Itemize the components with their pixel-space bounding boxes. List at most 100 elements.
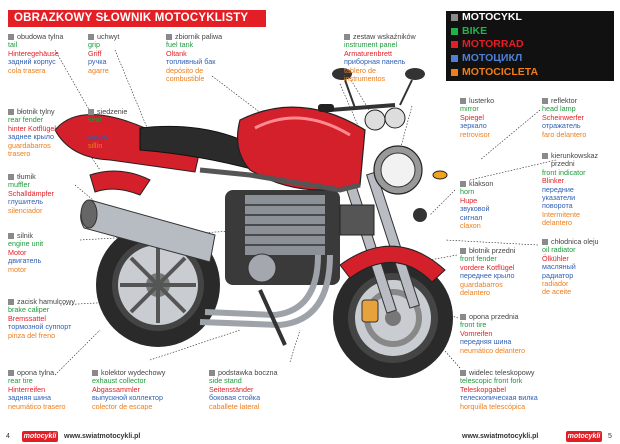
label-polish: błotnik przedni [469,246,516,255]
label-spanish: tablero de [344,65,376,75]
label-russian: ручка [88,57,107,67]
label-german: vordere Kotflügel [460,262,515,272]
label-russian: место [88,132,108,142]
label-german: Oltank [166,48,187,58]
label-mirror: lusterko mirror Spiegel зеркало retrovis… [460,96,494,139]
label-russian: масляный [542,262,576,272]
square-icon [8,370,14,377]
horn [413,208,427,222]
legend-label: MOTOCYKL [462,11,522,24]
handlebar [329,103,396,112]
label-spanish: motor [8,264,27,274]
exhaust-collector [199,254,333,329]
label-german: Spiegel [460,112,484,122]
square-icon [542,98,548,105]
label-polish: podstawka boczna [218,368,278,377]
label-seat: siedzenie seat Sitzplatz место sillín [88,107,127,150]
label-german: Scheinwerfer [542,112,584,122]
swatch-spanish-icon [451,68,458,76]
label-spanish: delantero [460,288,490,298]
square-icon [92,370,98,377]
legend-label: МОТОЦИКЛ [462,52,523,65]
label-spanish: silenciador [8,205,43,215]
label-polish: opona tylna [17,368,55,377]
label-telescopic-fork: widelec teleskopowy telescopic front for… [460,368,538,411]
label-english: seat [88,115,102,125]
label-english: fuel tank [166,40,194,50]
label-german: Blinker [542,176,564,186]
square-icon [166,34,172,41]
label-english: head lamp [542,104,576,114]
language-legend: MOTOCYKL BIKE MOTORRAD МОТОЦИКЛ MOTOCICL… [446,11,614,81]
label-german: Seitenständer [209,384,254,394]
square-icon [542,153,548,160]
label-spanish: pinza del freno [8,330,56,340]
label-english: tail [8,40,18,50]
label-russian: выпускной коллектор [92,393,163,403]
label-russian: сигнал [460,212,483,222]
square-icon [8,299,14,306]
instrument-panel [384,107,406,129]
label-fuel-tank: zbiornik paliwa fuel tank Oltank топливн… [166,32,223,84]
url-right[interactable]: www.swiatmotocykli.pl [462,433,539,440]
label-spanish: instrumentos [344,74,386,84]
label-front-indicator: kierunkowskaz przedni front indicator Bl… [542,151,599,228]
label-russian: приборная панель [344,57,406,67]
label-polish: kolektor wydechowy [101,368,166,377]
label-rear-fender: błotnik tylny rear fender hinter Kotflüg… [8,107,56,158]
label-english: oil radiator [542,245,576,255]
engine [225,190,340,285]
label-spanish: agarre [88,65,109,75]
label-spanish: depósito de [166,65,204,75]
legend-label: MOTORRAD [462,38,524,51]
label-polish: błotnik tylny [17,107,55,116]
label-polish: zacisk hamulcowy [17,297,75,306]
label-grip: uchwyt grip Griff ручка agarre [88,32,119,75]
square-icon [8,34,14,41]
square-icon [8,233,14,240]
swatch-english-icon [451,27,458,35]
head-lamp [380,152,416,188]
label-spanish: neumático delantero [460,345,526,355]
label-english: front indicator [542,167,586,177]
label-russian: зеркало [460,121,487,131]
label-russian: заднее крыло [8,132,55,142]
label-russian: задний корпус [8,57,56,67]
label-front-fender: błotnik przedni front fender vordere Kot… [460,246,516,298]
page-number-left: 4 [6,433,10,440]
label-spanish: cola trasera [8,65,46,75]
label-english: brake caliper [8,305,50,315]
square-icon [460,370,466,377]
label-russian: телескопическая вилка [460,393,538,403]
label-spanish: retrovisor [460,129,490,139]
label-english: mirror [460,104,479,114]
square-icon [88,34,94,41]
label-horn: klakson horn Hupe звуковой сигнал claxon [460,179,494,230]
label-head-lamp: reflektor head lamp Scheinwerfer отражат… [542,96,586,139]
label-russian: звуковой [460,204,490,214]
label-polish: silnik [17,231,33,240]
label-german: Teleskopgabel [460,384,506,394]
legend-row-german: MOTORRAD [446,38,614,52]
label-spanish: guardabarros [8,140,51,150]
label-russian: двигатель [8,256,42,266]
legend-row-spanish: MOTOCICLETA [446,65,614,79]
label-russian: задняя шина [8,393,51,403]
label-polish: kierunkowskaz [551,151,599,160]
label-russian: отражатель [542,121,581,131]
url-left[interactable]: www.swiatmotocykli.pl [64,433,141,440]
label-spanish: combustible [166,74,205,84]
label-polish: zbiornik paliwa [175,32,223,41]
label-english: horn [460,187,475,197]
label-german: hinter Kotflügel [8,123,56,133]
label-spanish: neumático trasero [8,401,66,411]
label-polish: przedni [551,159,575,169]
label-english: grip [88,40,100,50]
page-number-right: 5 [608,433,612,440]
front-fender [339,245,446,283]
label-polish: klakson [469,179,494,188]
legend-label: BIKE [462,24,488,37]
square-icon [542,239,548,246]
label-english: telescopic front fork [460,376,523,386]
label-russian: тормозной суппорт [8,322,72,332]
